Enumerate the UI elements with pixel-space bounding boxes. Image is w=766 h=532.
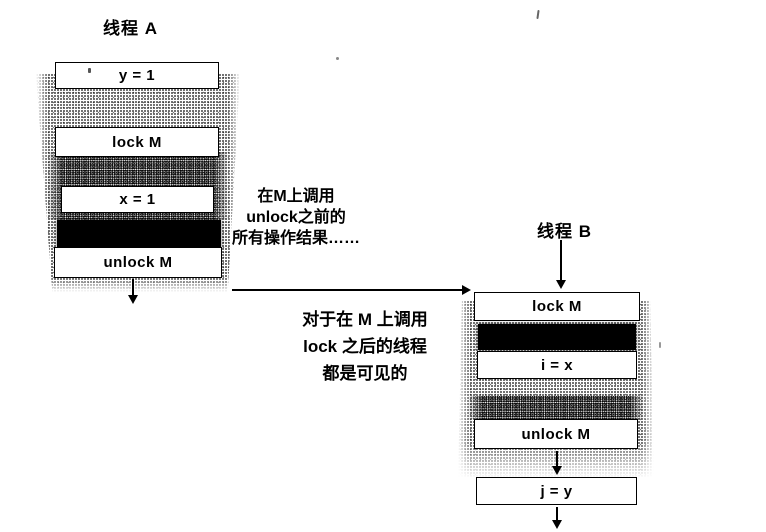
arrow-b-out-line [556, 507, 558, 522]
black-band-a [57, 220, 221, 248]
thread-b-title: 线程 B [537, 222, 592, 241]
thread-a-box-x-assign: x = 1 [61, 186, 214, 213]
scan-artifact [88, 68, 91, 73]
scan-artifact [336, 57, 339, 60]
arrow-a-out-line [132, 279, 134, 297]
thread-b-box-i-assign: i = x [477, 351, 637, 379]
arrow-b-mid-line [556, 451, 558, 468]
stipple-dark-strip-b [468, 396, 644, 419]
thread-a-box-y-assign: y = 1 [55, 62, 219, 89]
caption-visible-after: 对于在 M 上调用 lock 之后的线程 都是可见的 [302, 310, 428, 383]
arrow-a-out-head-icon [128, 295, 138, 304]
arrow-b-out-head-icon [552, 520, 562, 529]
scan-artifact [536, 9, 540, 20]
thread-a-title: 线程 A [103, 19, 158, 38]
happens-before-arrow-line [232, 289, 463, 291]
thread-b-box-unlock: unlock M [474, 419, 638, 449]
caption-unlock-before: 在M上调用 unlock之前的 所有操作结果…… [231, 188, 360, 247]
arrow-b-mid-head-icon [552, 466, 562, 475]
thread-a-box-lock: lock M [55, 127, 219, 157]
thread-b-box-j-assign: j = y [476, 477, 637, 505]
stipple-fade-a [36, 278, 240, 292]
happens-before-arrow-head-icon [462, 285, 471, 295]
arrow-b-entry-line [560, 240, 562, 282]
black-band-b [478, 324, 636, 350]
thread-b-box-lock: lock M [474, 292, 640, 321]
thread-a-box-unlock: unlock M [54, 247, 222, 278]
scan-artifact [659, 342, 661, 348]
arrow-b-entry-head-icon [556, 280, 566, 289]
